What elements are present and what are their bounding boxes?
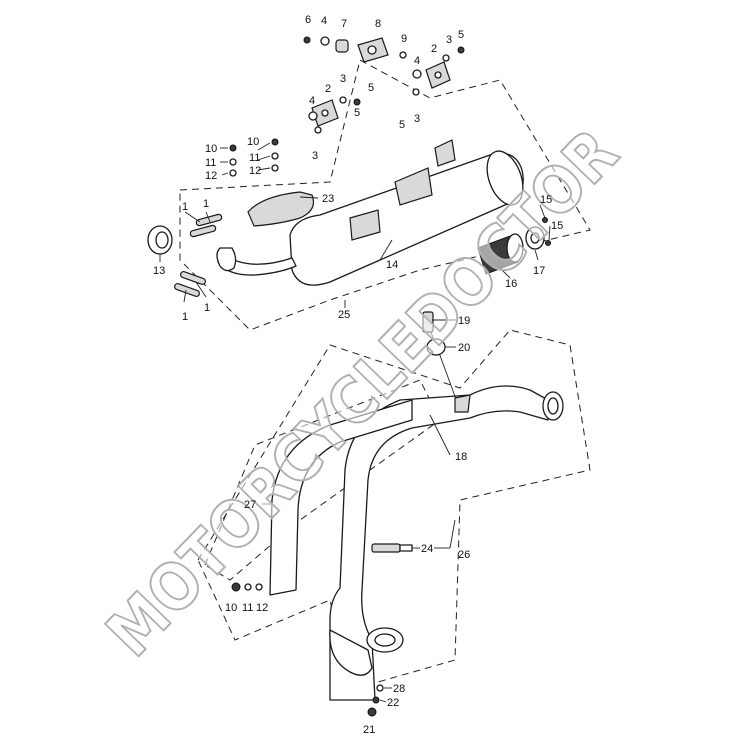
sensor-harness bbox=[422, 311, 471, 413]
callout-11: 11 bbox=[242, 602, 253, 614]
callout-25: 25 bbox=[338, 309, 350, 321]
callout-12: 12 bbox=[249, 165, 261, 177]
callout-23: 23 bbox=[322, 193, 334, 205]
callout-27: 27 bbox=[244, 499, 256, 511]
callout-21: 21 bbox=[363, 724, 375, 736]
gasket bbox=[147, 225, 173, 255]
callout-labels: 1 1 1 1 2 2 3 3 3 3 4 4 4 5 5 5 5 6 7 8 … bbox=[153, 14, 563, 736]
callout-10: 10 bbox=[205, 143, 217, 155]
callout-3: 3 bbox=[312, 150, 318, 162]
callout-14: 14 bbox=[386, 259, 398, 271]
callout-4: 4 bbox=[321, 15, 327, 27]
callout-11: 11 bbox=[249, 152, 260, 164]
callout-3: 3 bbox=[446, 34, 452, 46]
callout-24: 24 bbox=[421, 543, 433, 555]
callout-5: 5 bbox=[354, 107, 360, 119]
muffler-assembly-boundary bbox=[179, 59, 591, 331]
callout-2: 2 bbox=[325, 83, 331, 95]
callout-5: 5 bbox=[368, 82, 374, 94]
callout-22: 22 bbox=[387, 697, 399, 709]
callout-1: 1 bbox=[182, 201, 188, 213]
callout-19: 19 bbox=[458, 315, 470, 327]
callout-3: 3 bbox=[340, 73, 346, 85]
callout-1: 1 bbox=[204, 302, 210, 314]
callout-6: 6 bbox=[305, 14, 311, 26]
callout-18: 18 bbox=[455, 451, 467, 463]
callout-13: 13 bbox=[153, 265, 165, 277]
callout-3: 3 bbox=[414, 113, 420, 125]
callout-4: 4 bbox=[309, 95, 315, 107]
callout-12: 12 bbox=[205, 170, 217, 182]
exhaust-heat-shield bbox=[269, 399, 413, 596]
callout-1: 1 bbox=[182, 311, 188, 323]
bottom-fasteners bbox=[231, 582, 263, 592]
callout-9: 9 bbox=[401, 33, 407, 45]
callout-12: 12 bbox=[256, 602, 268, 614]
muffler bbox=[216, 139, 524, 286]
callout-8: 8 bbox=[375, 18, 381, 30]
callout-10: 10 bbox=[225, 602, 237, 614]
callout-15: 15 bbox=[551, 220, 563, 232]
oxygen-sensor bbox=[371, 543, 413, 553]
exhaust-pipe-assembly-boundary bbox=[197, 329, 591, 691]
callout-7: 7 bbox=[341, 18, 347, 30]
spark-arrestor bbox=[477, 226, 545, 275]
callout-11: 11 bbox=[205, 157, 216, 169]
callout-26: 26 bbox=[458, 549, 470, 561]
callout-2: 2 bbox=[431, 43, 437, 55]
callout-10: 10 bbox=[247, 136, 259, 148]
fasteners bbox=[229, 36, 551, 246]
muffler-heat-shield bbox=[247, 191, 315, 227]
callout-20: 20 bbox=[458, 342, 470, 354]
callout-17: 17 bbox=[533, 265, 545, 277]
callout-28: 28 bbox=[393, 683, 405, 695]
callout-5: 5 bbox=[458, 29, 464, 41]
drain-plug bbox=[367, 684, 384, 717]
callout-15: 15 bbox=[540, 194, 552, 206]
leader-lines bbox=[159, 142, 551, 703]
exhaust-pipe bbox=[329, 385, 564, 701]
callout-5: 5 bbox=[399, 119, 405, 131]
mount-brackets bbox=[311, 37, 451, 127]
callout-16: 16 bbox=[505, 278, 517, 290]
callout-4: 4 bbox=[414, 55, 420, 67]
callout-1: 1 bbox=[203, 198, 209, 210]
